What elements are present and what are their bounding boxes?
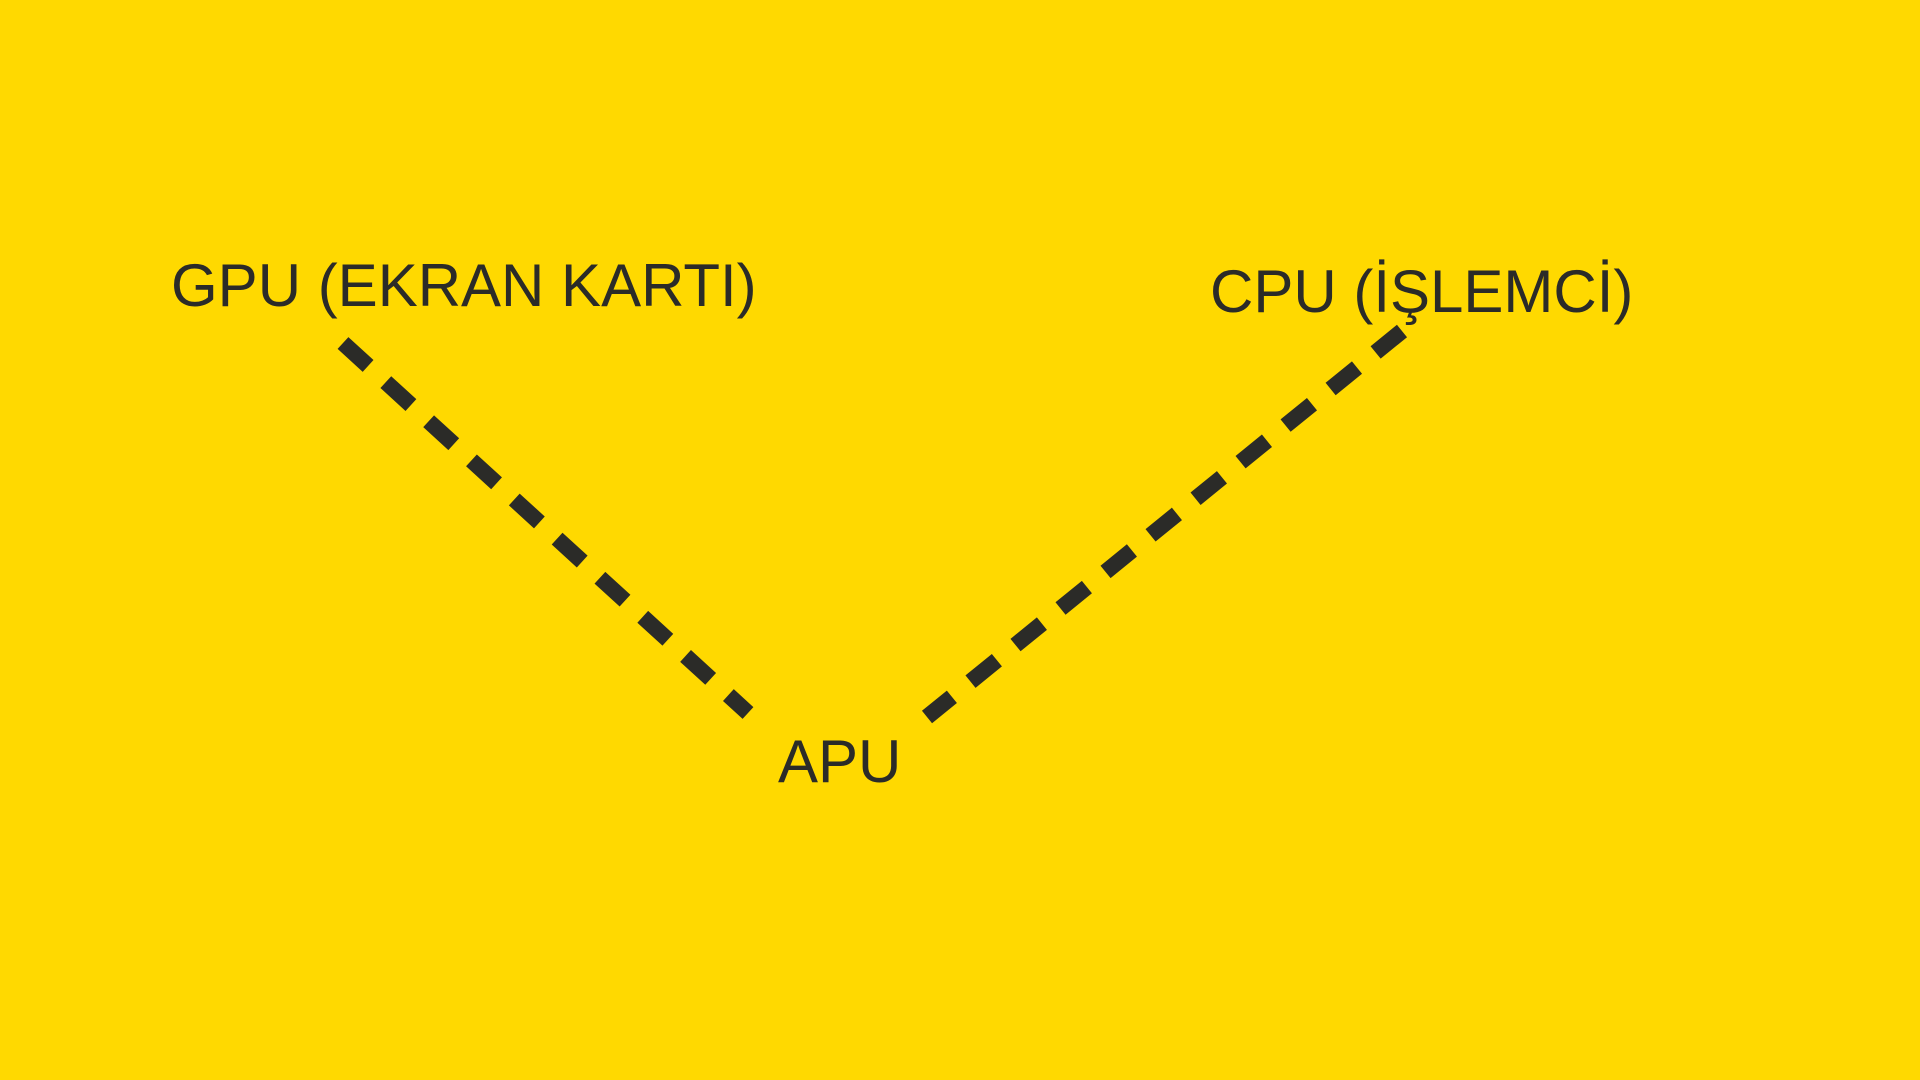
apu-label: APU <box>778 728 902 795</box>
gpu-apu-dashed-line <box>337 337 754 719</box>
cpu-label: CPU (İŞLEMCİ) <box>1210 258 1634 325</box>
cpu-apu-dashed-line <box>921 324 1408 724</box>
gpu-label: GPU (EKRAN KARTI) <box>171 252 757 319</box>
